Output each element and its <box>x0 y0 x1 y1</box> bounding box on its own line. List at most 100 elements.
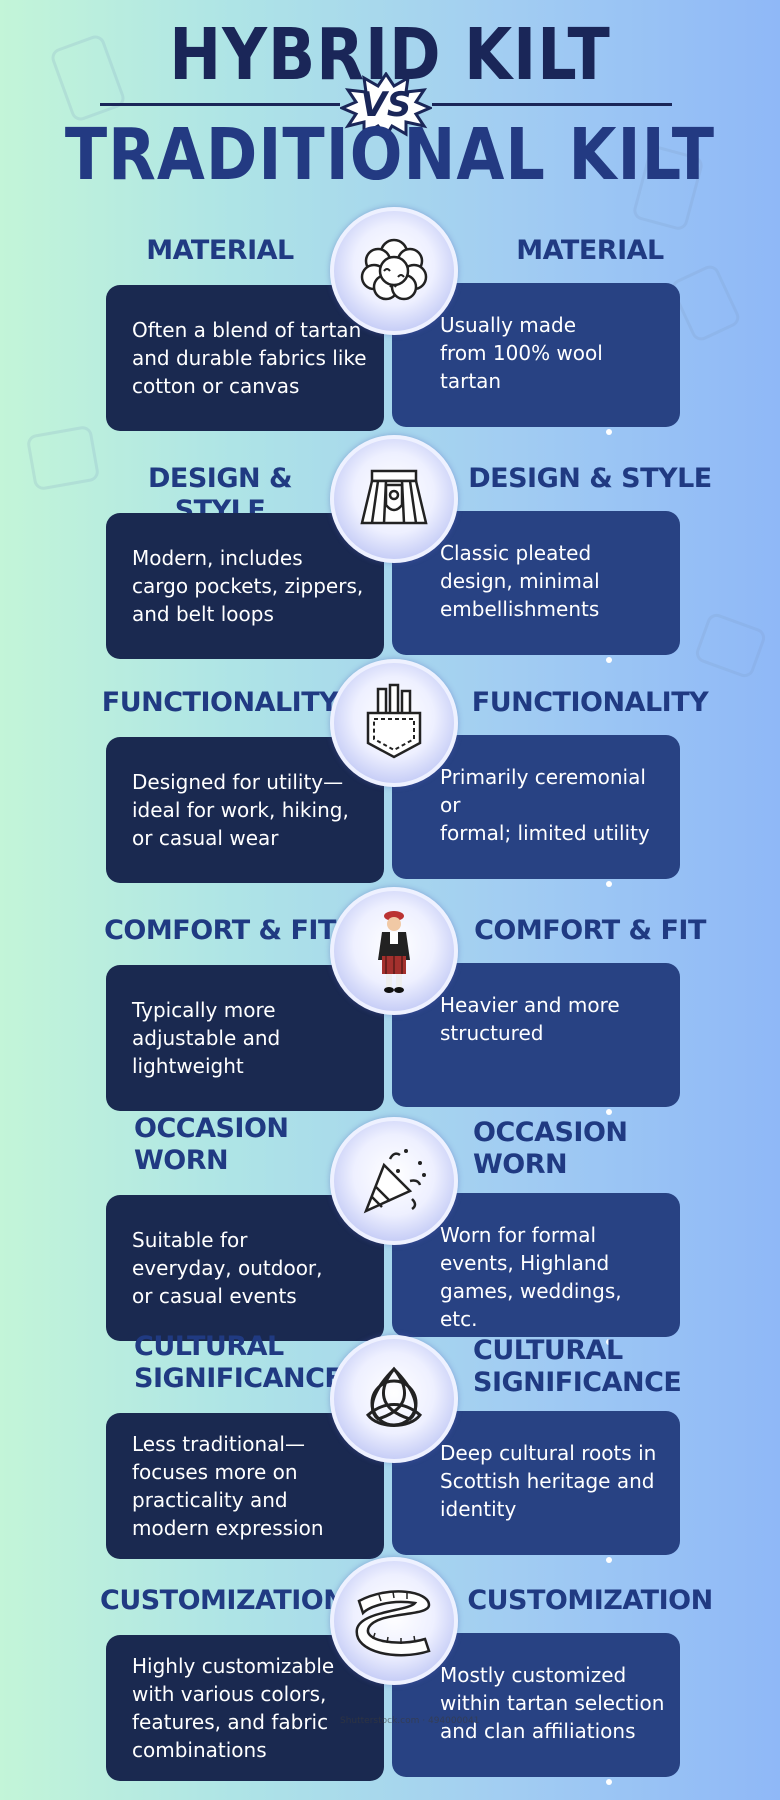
hybrid-description-line: everyday, outdoor, <box>132 1256 323 1280</box>
traditional-description-line: Worn for formal <box>440 1223 597 1247</box>
hybrid-description-card: Modern, includes cargo pockets, zippers, a… <box>106 513 384 659</box>
accent-dot <box>606 881 612 887</box>
traditional-label-line: FUNCTIONALITY <box>471 687 709 718</box>
traditional-label-line: CUSTOMIZATION <box>467 1585 713 1616</box>
traditional-label-line: OCCASION <box>473 1117 628 1148</box>
hybrid-description-line: modern expression <box>132 1516 324 1540</box>
traditional-description-line: Classic pleated <box>440 541 592 565</box>
hybrid-label: CUSTOMIZATION <box>100 1585 346 1617</box>
hybrid-description-line: ideal for work, hiking, <box>132 798 349 822</box>
traditional-label: DESIGN & STYLE <box>450 463 730 495</box>
traditional-description-line: from 100% wool <box>440 341 603 365</box>
hybrid-description-card: Often a blend of tartan and durable fabri… <box>106 285 384 431</box>
background-cart-shape <box>25 424 101 492</box>
hybrid-label-line: OCCASION <box>134 1113 289 1144</box>
celtic-knot-icon <box>330 1335 458 1463</box>
hybrid-description-card: Designed for utility— ideal for work, hik… <box>106 737 384 883</box>
hybrid-label: COMFORT & FIT <box>100 915 340 947</box>
traditional-description-line: structured <box>440 1021 544 1045</box>
hybrid-description-card: Highly customizable with various colors, f… <box>106 1635 384 1781</box>
hybrid-description-line: features, and fabric <box>132 1710 329 1734</box>
traditional-description-card: Heavier and more structured <box>392 963 680 1107</box>
hybrid-description-line: Designed for utility— <box>132 770 344 794</box>
hybrid-description-line: Often a blend of tartan <box>132 318 362 342</box>
traditional-description-line: Scottish heritage and <box>440 1469 655 1493</box>
party-popper-icon <box>330 1117 458 1245</box>
hybrid-description-line: and belt loops <box>132 602 274 626</box>
traditional-label-line: WORN <box>473 1149 568 1180</box>
cotton-icon <box>330 207 458 335</box>
pocket-icon <box>330 659 458 787</box>
traditional-label-line: DESIGN & STYLE <box>468 463 712 494</box>
traditional-description-line: and clan affiliations <box>440 1719 636 1743</box>
hybrid-description-line: practicality and <box>132 1488 288 1512</box>
accent-dot <box>606 1339 612 1345</box>
title-traditional-kilt: TRADITIONAL KILT <box>64 112 716 197</box>
scotsman-icon <box>330 887 458 1015</box>
accent-dot <box>606 1779 612 1785</box>
traditional-label-line: MATERIAL <box>516 235 664 266</box>
hybrid-description-line: cargo pockets, zippers, <box>132 574 364 598</box>
traditional-description-line: Primarily ceremonial or <box>440 765 646 817</box>
hybrid-description-line: cotton or canvas <box>132 374 300 398</box>
hybrid-description-card: Suitable for everyday, outdoor, or casual … <box>106 1195 384 1341</box>
traditional-label: CUSTOMIZATION <box>450 1585 730 1617</box>
background-cart-shape <box>693 611 768 680</box>
traditional-description-line: Mostly customized <box>440 1663 627 1687</box>
accent-dot <box>606 657 612 663</box>
traditional-label: MATERIAL <box>450 235 730 267</box>
accent-dot <box>606 1109 612 1115</box>
hybrid-label-line: CUSTOMIZATION <box>100 1585 346 1616</box>
hybrid-description-line: Suitable for <box>132 1228 248 1252</box>
hybrid-description-line: adjustable and <box>132 1026 281 1050</box>
hybrid-description-line: Modern, includes <box>132 546 303 570</box>
traditional-description-line: formal; limited utility <box>440 821 650 845</box>
hybrid-label-line: WORN <box>134 1145 229 1176</box>
hybrid-label-line: MATERIAL <box>146 235 294 266</box>
accent-dot <box>606 429 612 435</box>
hybrid-description-line: Less traditional— <box>132 1432 305 1456</box>
hybrid-description-line: Typically more <box>132 998 276 1022</box>
hybrid-description-line: or casual events <box>132 1284 297 1308</box>
traditional-label-line: CULTURAL <box>473 1335 623 1366</box>
hybrid-description-line: with various colors, <box>132 1682 327 1706</box>
traditional-label: COMFORT & FIT <box>450 915 730 947</box>
hybrid-description-line: or casual wear <box>132 826 279 850</box>
traditional-description-line: Usually made <box>440 313 577 337</box>
traditional-description-line: Deep cultural roots in <box>440 1441 657 1465</box>
vs-badge: VS <box>340 72 432 138</box>
traditional-description-line: embellishments <box>440 597 600 621</box>
hybrid-label: MATERIAL <box>100 235 340 267</box>
vs-label: VS <box>360 85 412 125</box>
traditional-description-line: identity <box>440 1497 517 1521</box>
hybrid-description-line: combinations <box>132 1738 267 1762</box>
kilt-icon <box>330 435 458 563</box>
hybrid-description-line: and durable fabrics like <box>132 346 367 370</box>
hybrid-label-line: CULTURAL <box>134 1331 284 1362</box>
hybrid-label: FUNCTIONALITY <box>100 687 340 719</box>
measuring-tape-icon <box>330 1557 458 1685</box>
traditional-description-line: tartan <box>440 369 502 393</box>
hybrid-label-line: COMFORT & FIT <box>104 915 336 946</box>
title-divider-left <box>100 103 340 106</box>
title-divider-right <box>432 103 672 106</box>
hybrid-description-line: Highly customizable <box>132 1654 335 1678</box>
traditional-label-line: COMFORT & FIT <box>474 915 706 946</box>
watermark: Shutterstock.com · 494000041 <box>340 1716 480 1726</box>
traditional-description-line: Heavier and more <box>440 993 620 1017</box>
hybrid-description-card: Typically more adjustable and lightweight <box>106 965 384 1111</box>
traditional-description-line: etc. <box>440 1307 478 1331</box>
hybrid-description-line: focuses more on <box>132 1460 298 1484</box>
traditional-description-line: events, Highland <box>440 1251 610 1275</box>
hybrid-description-line: lightweight <box>132 1054 244 1078</box>
traditional-label-line: SIGNIFICANCE <box>473 1367 682 1398</box>
traditional-description-card: Primarily ceremonial or formal; limited u… <box>392 735 680 879</box>
traditional-label: FUNCTIONALITY <box>450 687 730 719</box>
hybrid-description-card: Less traditional— focuses more on practica… <box>106 1413 384 1559</box>
hybrid-label-line: SIGNIFICANCE <box>134 1363 343 1394</box>
